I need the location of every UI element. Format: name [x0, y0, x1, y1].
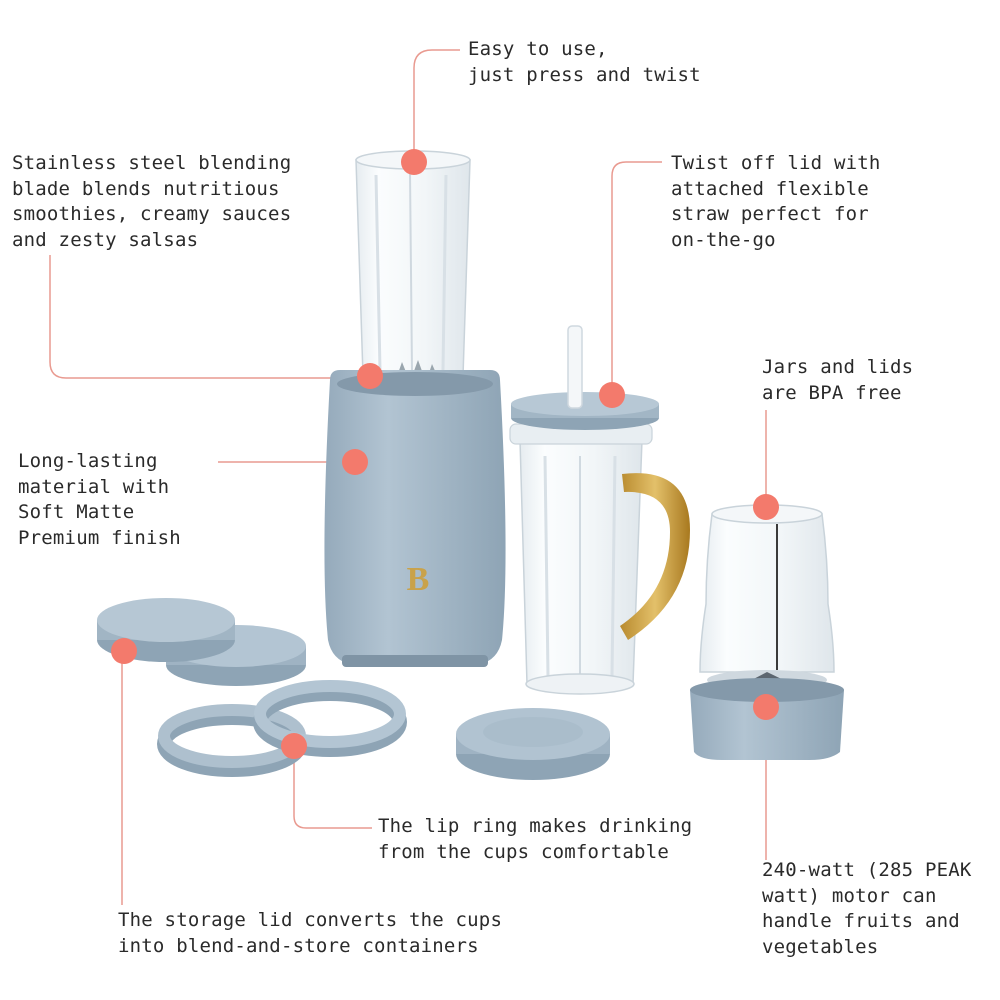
- leader-blade: [49, 255, 366, 379]
- dot-storage-lid: [111, 638, 137, 664]
- callout-line: and zesty salsas: [12, 228, 199, 251]
- lip-rings: [157, 680, 407, 777]
- callout-line: Premium finish: [18, 526, 181, 549]
- callout-line: Easy to use,: [468, 38, 608, 60]
- dot-lip-ring: [281, 733, 307, 759]
- callout-line: 240-watt (285 PEAK: [762, 859, 972, 881]
- small-motor-base: [690, 678, 844, 760]
- callout-line: just press and twist: [468, 63, 701, 86]
- leader-lip-ring: [293, 748, 372, 829]
- dot-motor: [753, 694, 779, 720]
- callout-line: watt) motor can: [762, 884, 937, 907]
- callout-line: are BPA free: [762, 381, 902, 404]
- callout-twist-lid: Twist off lid with attached flexible str…: [671, 151, 881, 253]
- dot-blade: [357, 363, 383, 389]
- callout-line: into blend-and-store containers: [118, 934, 479, 957]
- callout-line: Twist off lid with: [671, 152, 881, 174]
- callout-line: The storage lid converts the cups: [118, 909, 503, 931]
- dot-bpa: [753, 494, 779, 520]
- callout-line: from the cups comfortable: [378, 840, 669, 863]
- callout-blade: Stainless steel blending blade blends nu…: [12, 151, 291, 253]
- storage-lid-stack: [97, 598, 306, 686]
- small-jar: [699, 504, 835, 692]
- callout-line: The lip ring makes drinking: [378, 815, 693, 837]
- callout-material: Long-lasting material with Soft Matte Pr…: [18, 449, 181, 551]
- blender-base: B: [324, 370, 506, 667]
- gold-handle: [620, 473, 690, 640]
- tall-jar: [355, 150, 471, 382]
- callout-line: vegetables: [762, 935, 879, 958]
- callout-line: smoothies, creamy sauces: [12, 203, 292, 225]
- travel-cup: [509, 325, 690, 695]
- callout-line: blade blends nutritious: [12, 177, 280, 200]
- callout-line: Stainless steel blending: [12, 152, 292, 174]
- callout-line: Long-lasting: [18, 450, 158, 472]
- callout-line: attached flexible: [671, 177, 869, 200]
- vented-lid: [456, 708, 610, 780]
- callout-bpa-free: Jars and lids are BPA free: [762, 355, 913, 406]
- callout-line: straw perfect for: [671, 203, 869, 225]
- callout-line: Soft Matte: [18, 501, 135, 523]
- callout-motor: 240-watt (285 PEAK watt) motor can handl…: [762, 858, 972, 960]
- callout-dots: [111, 149, 779, 759]
- callout-line: on-the-go: [671, 228, 776, 251]
- dot-twist-lid: [599, 382, 625, 408]
- callout-line: Jars and lids: [762, 356, 914, 378]
- leader-easy-use: [413, 49, 460, 160]
- callout-line: handle fruits and: [762, 910, 960, 932]
- callout-easy-to-use: Easy to use, just press and twist: [468, 37, 701, 88]
- dot-material: [342, 449, 368, 475]
- brand-logo: B: [407, 561, 430, 598]
- dot-easy-use: [401, 149, 427, 175]
- leader-twist-lid: [611, 161, 662, 392]
- callout-storage-lid: The storage lid converts the cups into b…: [118, 908, 502, 959]
- callout-lip-ring: The lip ring makes drinking from the cup…: [378, 814, 692, 865]
- callout-line: material with: [18, 475, 170, 498]
